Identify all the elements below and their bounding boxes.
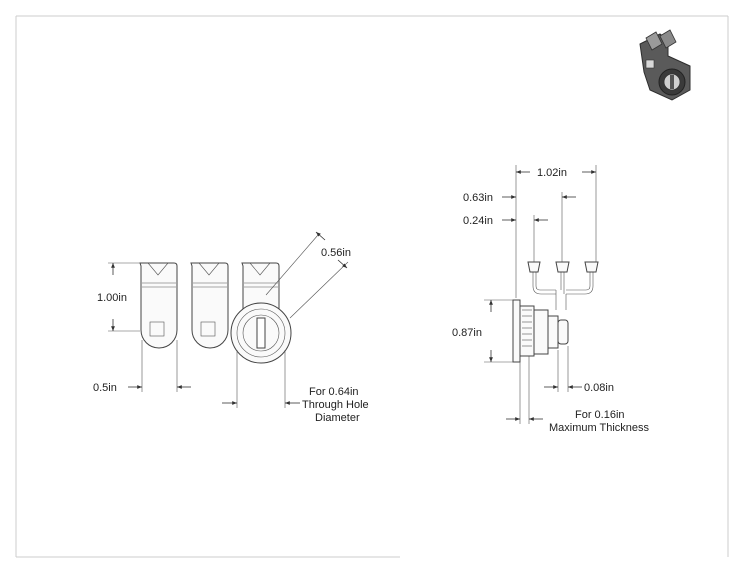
dim-063-label: 0.63in <box>463 192 493 204</box>
dim-hole: For 0.64in Through Hole Diameter <box>222 350 369 424</box>
lock-body <box>512 299 569 363</box>
hole-label-line3: Diameter <box>315 412 360 424</box>
dim-overall-width: 1.02in <box>515 165 597 298</box>
dim-008: 0.08in <box>544 346 614 394</box>
sheet-border <box>15 15 729 558</box>
hole-label-line2: Through Hole <box>302 399 369 411</box>
hole-label-line1: For 0.64in <box>309 386 359 398</box>
dim-024: 0.24in <box>463 215 548 262</box>
dim-cam-width: 0.56in <box>265 231 351 319</box>
dim-thickness: For 0.16in Maximum Thickness <box>506 356 650 434</box>
cam-1 <box>139 262 178 349</box>
cam-lock-icon <box>639 29 691 101</box>
dim-height: 1.00in <box>97 262 140 332</box>
dim-overall-width-label: 1.02in <box>537 167 567 179</box>
dim-024-label: 0.24in <box>463 215 493 227</box>
cam-2 <box>190 262 229 349</box>
dim-cam-width-label: 0.56in <box>321 247 351 259</box>
dim-side-height: 0.87in <box>452 299 513 363</box>
dim-height-label: 1.00in <box>97 292 127 304</box>
dim-063: 0.63in <box>463 192 576 262</box>
terminal-wires <box>527 261 599 310</box>
side-view: 1.02in 0.63in 0.24in 0.87in <box>452 165 650 434</box>
thickness-label-line1: For 0.16in <box>575 409 625 421</box>
dim-side-height-label: 0.87in <box>452 327 482 339</box>
dim-008-label: 0.08in <box>584 382 614 394</box>
cam-3-with-lock <box>230 262 292 364</box>
dim-offset: 0.5in <box>93 340 191 394</box>
dim-offset-label: 0.5in <box>93 382 117 394</box>
front-view: 1.00in 0.5in 0.56in For 0.64in Through H… <box>93 231 369 424</box>
thickness-label-line2: Maximum Thickness <box>549 422 650 434</box>
